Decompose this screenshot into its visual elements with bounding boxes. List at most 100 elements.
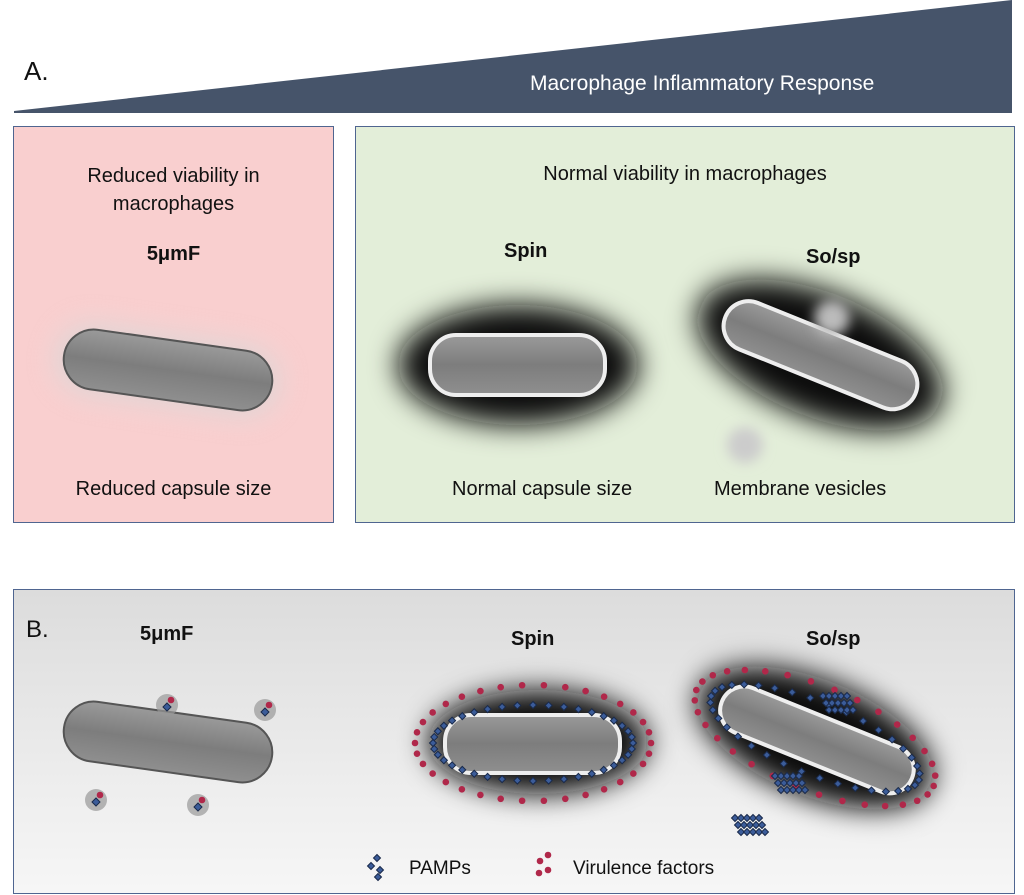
- pamp-diamond: [428, 738, 438, 748]
- pamp-diamond: [91, 797, 101, 807]
- pamp-diamond: [794, 785, 804, 795]
- virulence-dot: [442, 700, 450, 708]
- cell-5umf-a: [55, 324, 280, 416]
- virulence-dot: [714, 734, 721, 742]
- pamp-diamond: [821, 698, 831, 708]
- strain-sosp-b: So/sp: [806, 628, 861, 650]
- pamp-diamond: [430, 732, 439, 742]
- pamp-diamond: [899, 744, 908, 753]
- pamp-diamond: [806, 693, 815, 703]
- legend-icons: [366, 851, 552, 882]
- pamp-diamond: [760, 827, 770, 837]
- pamp-and-virulence-markers: [411, 666, 939, 837]
- pamp-diamond: [818, 691, 828, 701]
- pamp-diamond: [776, 771, 786, 781]
- virulence-dot: [729, 748, 737, 755]
- pamp-diamond: [544, 701, 553, 710]
- pamp-diamond: [599, 765, 608, 775]
- virulence-dot: [616, 778, 624, 786]
- virulence-dot: [909, 734, 916, 742]
- virulence-dot: [881, 802, 889, 810]
- pamp-diamond: [914, 775, 924, 785]
- reduced-capsule-caption: Reduced capsule size: [75, 478, 272, 500]
- virulence-dot: [761, 667, 769, 675]
- pamp-diamond: [842, 691, 852, 701]
- pamp-diamond: [739, 680, 749, 689]
- virulence-dot: [645, 729, 653, 736]
- virulence-dot: [413, 750, 421, 757]
- pamp-diamond: [627, 744, 636, 754]
- pamp-diamond: [599, 711, 608, 721]
- pamp-diamond: [836, 691, 846, 701]
- virulence-dot: [694, 708, 702, 716]
- pamp-diamond: [754, 681, 763, 690]
- virulence-dot: [535, 869, 543, 877]
- pamp-diamond: [742, 813, 752, 823]
- panel-b-label: B.: [26, 616, 49, 643]
- pamp-diamond: [433, 727, 443, 736]
- pamp-diamond: [430, 744, 439, 754]
- pamp-diamond: [815, 773, 824, 783]
- virulence-dot: [639, 718, 647, 726]
- pamp-diamond: [748, 813, 758, 823]
- pamp-diamond: [559, 702, 569, 712]
- pamp-diamond: [893, 786, 903, 796]
- virulence-dot: [419, 718, 427, 726]
- pamp-diamond: [717, 682, 727, 692]
- pamp-diamond: [788, 785, 798, 795]
- pamp-diamond: [447, 716, 457, 725]
- virulence-dot: [924, 791, 931, 798]
- virulence-dot: [582, 687, 589, 695]
- pamp-diamond: [733, 732, 743, 741]
- virulence-dot: [96, 791, 104, 799]
- pamp-diamond: [736, 827, 746, 837]
- pamp-diamond: [779, 778, 789, 788]
- pamp-diamond: [773, 778, 783, 788]
- virulence-dot: [930, 782, 937, 790]
- virulence-dot: [741, 666, 749, 674]
- pamp-diamond: [193, 802, 203, 812]
- pamp-diamond: [458, 711, 467, 721]
- pamp-diamond: [470, 708, 479, 717]
- pamp-diamond: [609, 761, 619, 770]
- pamp-diamond: [907, 753, 916, 762]
- pamp-diamond: [785, 778, 795, 788]
- pamp-diamond: [782, 785, 792, 795]
- pamp-diamond: [827, 698, 837, 708]
- virulence-dot: [630, 709, 637, 716]
- pamp-diamond: [513, 776, 522, 785]
- pamp-diamond: [623, 727, 633, 736]
- pamp-diamond: [910, 780, 920, 790]
- virulence-dot: [647, 739, 655, 747]
- pamp-diamond: [574, 704, 583, 714]
- pamp-diamond: [574, 772, 583, 782]
- normal-viability-heading: Normal viability in macrophages: [543, 163, 827, 185]
- pamp-diamond: [797, 778, 807, 788]
- pamp-diamond: [470, 769, 479, 778]
- pamp-diamond: [770, 771, 780, 781]
- heading-line-2: macrophages: [112, 193, 235, 215]
- membrane-vesicle: [727, 427, 763, 463]
- pamp-diamond: [881, 787, 891, 796]
- virulence-dot: [748, 760, 755, 768]
- pamp-diamond: [782, 771, 792, 781]
- membrane-vesicle: [814, 300, 850, 336]
- pamp-diamond: [762, 750, 772, 760]
- virulence-dot: [630, 770, 637, 777]
- virulence-dot: [442, 778, 450, 786]
- virulence-dot: [518, 797, 526, 805]
- pamp-diamond: [458, 765, 467, 775]
- pamp-diamond: [824, 705, 834, 715]
- virulence-dot: [167, 696, 175, 704]
- pamp-diamond: [833, 779, 843, 788]
- pamp-diamond: [842, 705, 852, 715]
- pamp-diamond: [609, 716, 619, 725]
- pamp-diamond: [483, 704, 492, 714]
- membrane-vesicles-caption: Membrane vesicles: [714, 478, 887, 500]
- pamp-diamond: [623, 750, 633, 759]
- pamp-diamond: [757, 820, 767, 830]
- pamp-diamond: [483, 772, 492, 782]
- pamp-diamond: [706, 698, 715, 707]
- virulence-dot: [458, 693, 466, 701]
